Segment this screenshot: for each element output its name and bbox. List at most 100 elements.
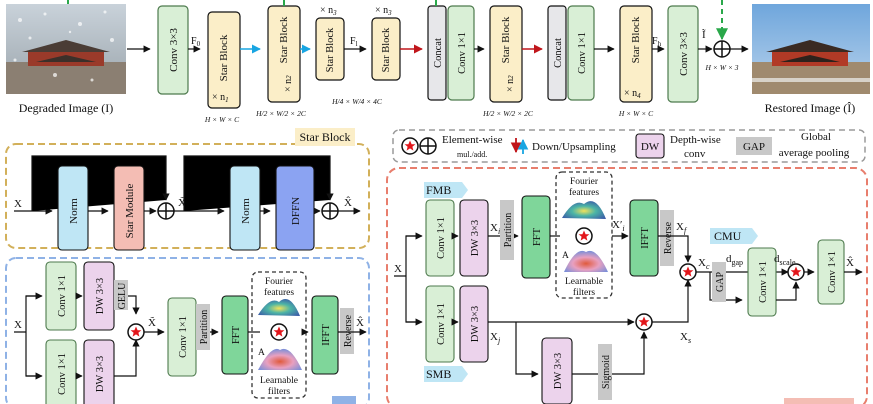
- n3-label-b: × n3: [375, 5, 392, 17]
- sm-xs: Xs: [680, 331, 691, 345]
- star-block-title: Star Block: [300, 130, 351, 144]
- n1-label: × n1: [212, 92, 229, 104]
- legend-conv: conv: [684, 148, 706, 160]
- star-block-bottleneck2: Star Block × n3: [371, 5, 401, 81]
- sm-ifft: IFFT: [640, 227, 651, 249]
- sm-dw-smb: DW 3×3: [553, 353, 564, 389]
- sm-cmu: CMU: [714, 229, 742, 243]
- sm-dw-bottom: DW 3×3: [470, 306, 481, 342]
- legend-add-icon: [419, 137, 437, 155]
- degraded-label: Degraded Image (I): [19, 101, 114, 115]
- legend-muladd: mul./add.: [457, 150, 487, 159]
- concat-block-1: Concat: [427, 0, 447, 101]
- sb-norm-1: Norm: [68, 198, 80, 224]
- dffn-filters: filters: [268, 386, 290, 397]
- residual-add-icon: [713, 40, 731, 58]
- dffn-a-label: A: [258, 348, 265, 358]
- svg-text:Conv 3×3: Conv 3×3: [678, 32, 690, 76]
- conv1x1-block-2: Conv 1×1: [567, 5, 595, 101]
- dffn-fourier: Fourier: [265, 277, 294, 287]
- dim-2c-2: H/2 × W/2 × 2C: [482, 109, 534, 118]
- star-block-dec1: Star Block × n2: [489, 5, 523, 103]
- dffn-panel: X Conv 1×1 DW 3×3 GELU Conv 1×1 DW 3×3 X…: [5, 257, 370, 404]
- legend-dw: DW: [641, 141, 660, 153]
- dffn-filter-mul-icon: [270, 323, 288, 341]
- sm-learnable-surface: [564, 250, 608, 272]
- conv-in-block: Conv 3×3: [157, 5, 189, 95]
- sm-conv1x1-cmu: Conv 1×1: [758, 261, 769, 303]
- sm-fourier-surface: [562, 201, 606, 219]
- sm-fourier: Fourier: [570, 177, 599, 187]
- star-block-enc2: Star Block × n2: [267, 0, 301, 103]
- svg-text:Star Block: Star Block: [325, 27, 336, 72]
- dffn-mul-icon: [127, 323, 145, 341]
- sm-filter-mul-icon: [575, 227, 593, 245]
- dffn-partition: Partition: [199, 310, 210, 344]
- dffn-reverse: Reverse: [343, 314, 354, 347]
- svg-text:Star Block: Star Block: [500, 16, 512, 63]
- sm-dgap: dgap: [726, 253, 743, 267]
- dffn-x-in: X: [14, 319, 22, 331]
- legend-updown: Down/Upsampling: [532, 141, 616, 153]
- sb-star-module: Star Module: [124, 184, 136, 239]
- sm-fft: FFT: [532, 227, 543, 246]
- sm-fmb: FMB: [426, 183, 451, 197]
- dffn-dw-top: DW 3×3: [95, 278, 106, 314]
- sm-learnable: Learnable: [565, 277, 603, 287]
- legend-elementwise: Element-wise: [442, 134, 503, 146]
- legend-gap: GAP: [743, 141, 765, 153]
- sm-x-in: X: [394, 263, 402, 275]
- sm-combine-mul-icon: [679, 263, 697, 281]
- sm-xf: Xf: [676, 221, 688, 235]
- i-tilde-label: Ĩ: [702, 29, 706, 41]
- svg-text:Conv 1×1: Conv 1×1: [577, 32, 588, 74]
- dffn-fourier-surface: [258, 299, 300, 316]
- dffn-conv1x1-top: Conv 1×1: [57, 275, 68, 317]
- sm-dscale: dscale: [774, 253, 796, 267]
- sb-norm-2: Norm: [240, 198, 252, 224]
- sm-smb-mul-icon: [635, 313, 653, 331]
- sm-reverse: Reverse: [663, 221, 674, 254]
- conv-out-block: Conv 3×3: [667, 5, 699, 103]
- fh-label: Fh: [652, 36, 662, 48]
- legend-global: Global: [801, 131, 831, 143]
- legend-mul-icon: [401, 137, 419, 155]
- f0-label: F0: [191, 36, 201, 48]
- svg-text:Conv 1×1: Conv 1×1: [457, 32, 468, 74]
- sm-dw-top: DW 3×3: [470, 220, 481, 256]
- dffn-fft: FFT: [231, 325, 242, 344]
- sb-x-in: X: [14, 198, 22, 210]
- sm-scale-mul-icon: [787, 263, 805, 281]
- dffn-learnable: Learnable: [260, 376, 298, 386]
- dffn-conv1x1-mid: Conv 1×1: [178, 316, 189, 358]
- sm-partition: Partition: [503, 213, 514, 247]
- n3-label-a: × n3: [320, 5, 337, 17]
- sm-conv1x1-top: Conv 1×1: [436, 217, 447, 259]
- dim-4c: H/4 × W/4 × 4C: [331, 97, 383, 106]
- sm-features: features: [569, 187, 599, 198]
- conv1x1-block-1: Conv 1×1: [447, 5, 475, 101]
- dffn-dw-bottom: DW 3×3: [95, 356, 106, 392]
- dim-hw3: H × W × 3: [704, 63, 738, 72]
- sm-xi: Xi: [490, 222, 500, 236]
- legend-avgpool: average pooling: [779, 147, 850, 159]
- top-pipeline: Degraded Image (I) Conv 3×3 F0 Star Bloc…: [6, 0, 870, 124]
- dim-2c-1: H/2 × W/2 × 2C: [255, 109, 307, 118]
- restored-label: Restored Image (Î): [765, 101, 856, 115]
- sm-xc: Xc: [698, 257, 710, 271]
- sb-x-out: X̂: [344, 196, 352, 209]
- star-module-panel: FMB SMB CMU X Conv 1×1 DW 3×3 Xi Partiti…: [386, 167, 868, 404]
- dffn-learnable-surface: [258, 348, 302, 370]
- dim-hwc-1: H × W × C: [204, 115, 240, 124]
- dffn-x-tilde: X̃: [148, 316, 156, 329]
- svg-text:Star Block: Star Block: [630, 16, 642, 63]
- dffn-gelu: GELU: [117, 282, 128, 309]
- restored-image: [752, 4, 870, 94]
- star-block-bottleneck1: Star Block × n3: [315, 5, 345, 81]
- svg-text:Star Block: Star Block: [278, 16, 290, 63]
- svg-text:Concat: Concat: [433, 38, 444, 68]
- sm-conv1x1-bottom: Conv 1×1: [436, 303, 447, 345]
- sm-xj: Xj: [490, 331, 501, 345]
- n2-label-b: × n2: [505, 75, 516, 92]
